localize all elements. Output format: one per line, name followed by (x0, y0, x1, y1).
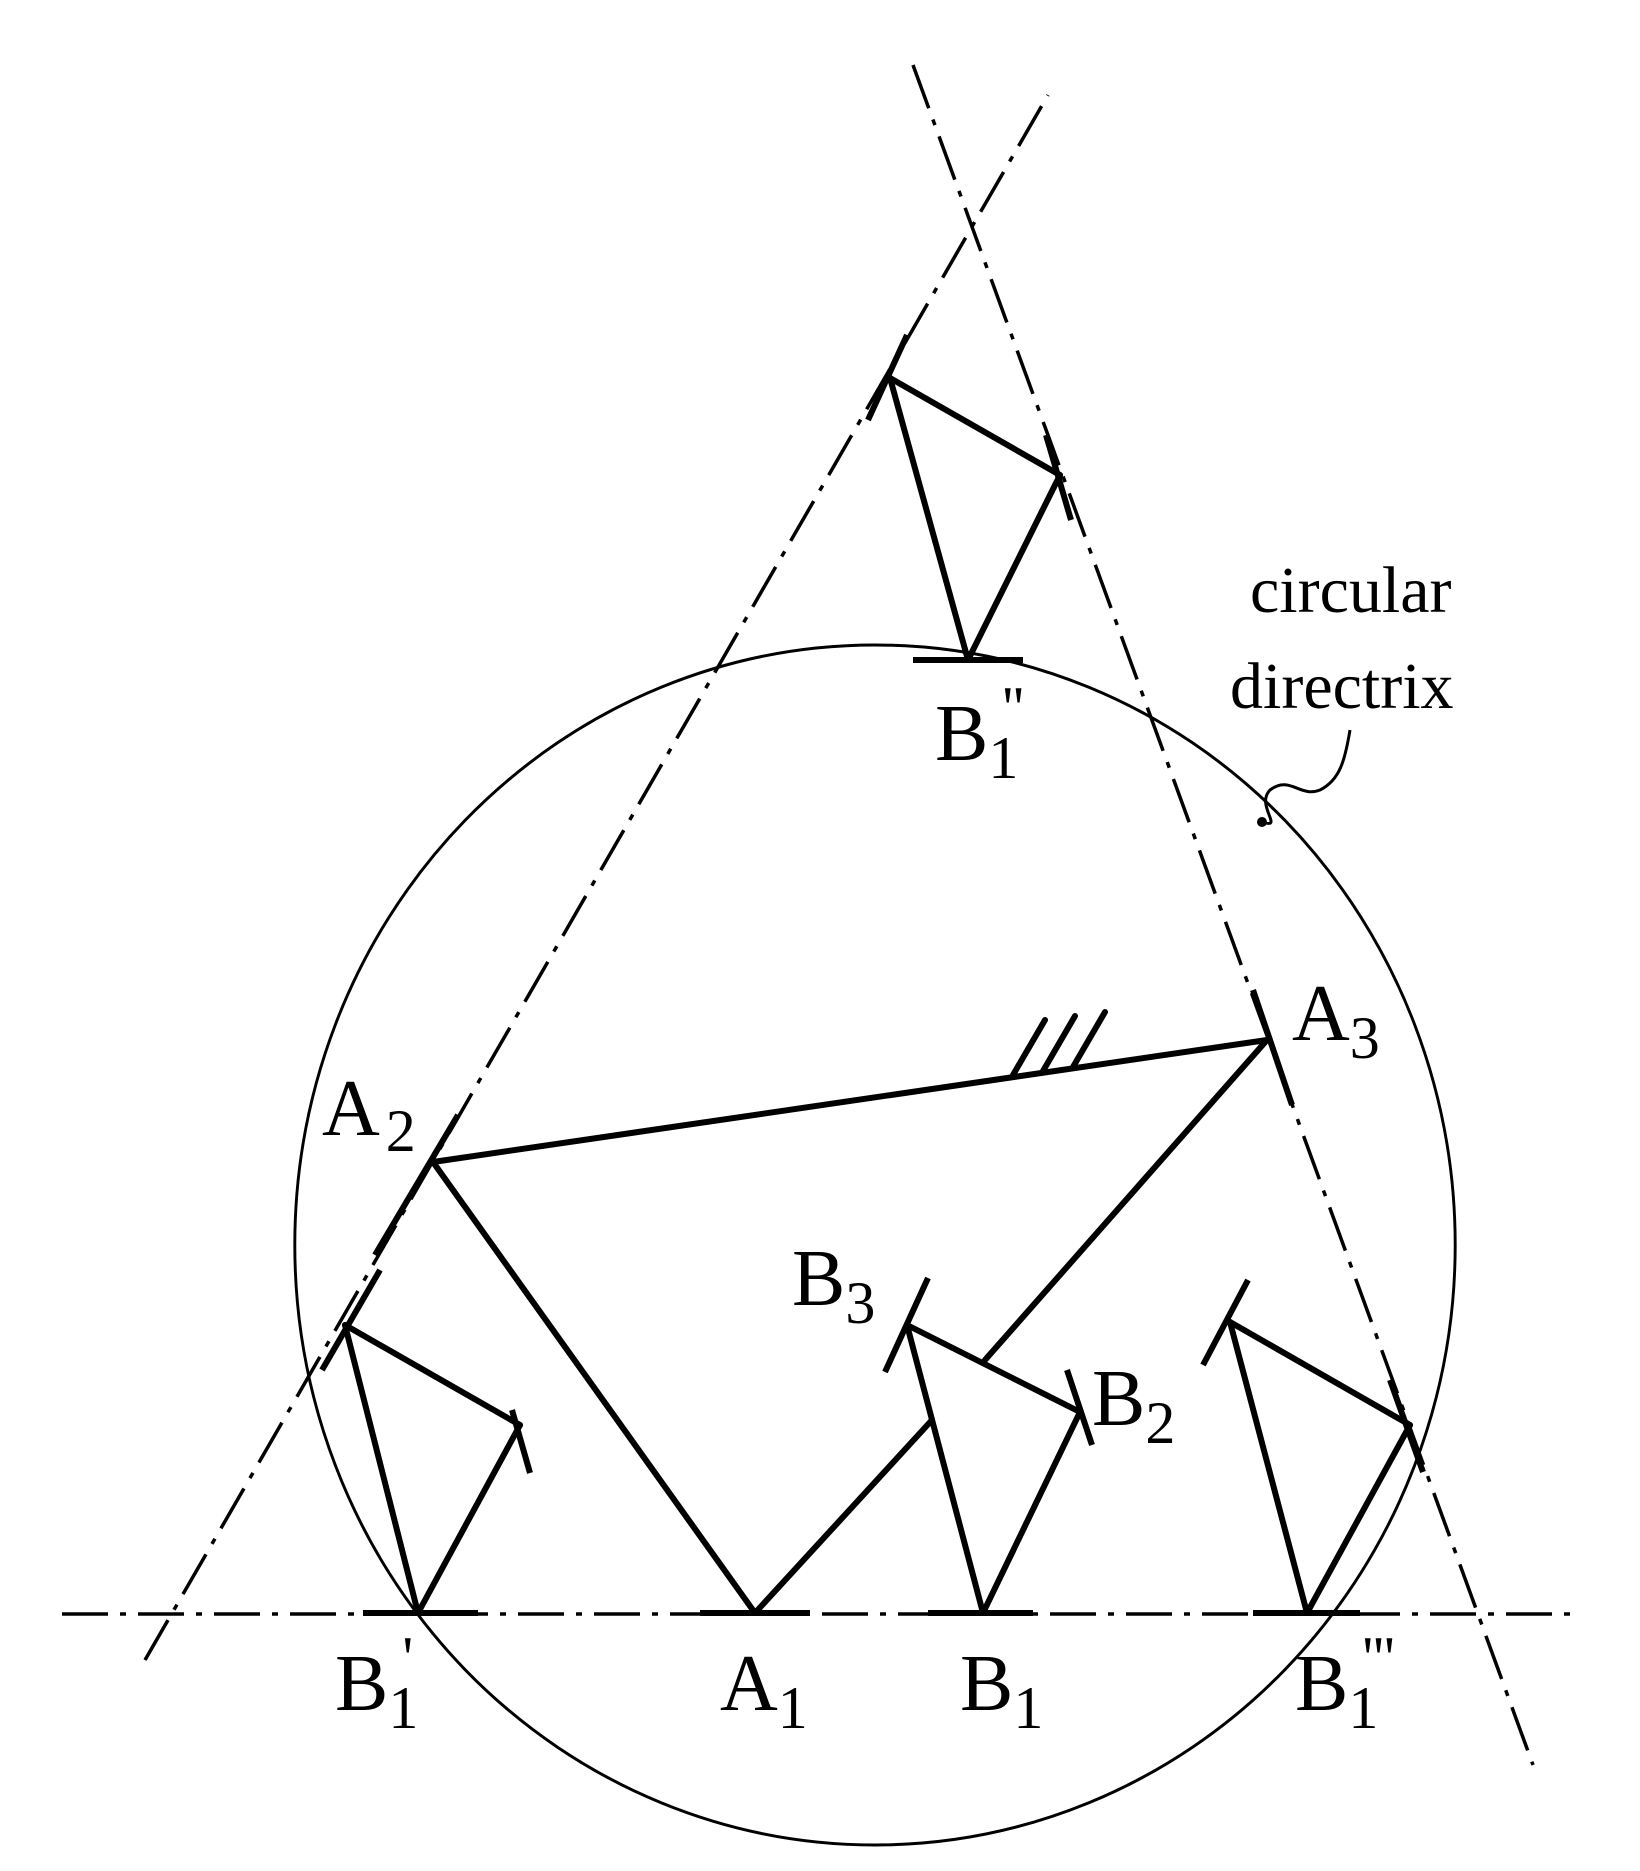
link-B1-B3 (904, 1322, 986, 1616)
label-B2: B2 (1092, 1355, 1175, 1456)
link-B1ppp-side (1227, 1319, 1413, 1428)
link-A2-A1 (430, 1159, 758, 1616)
label-B1-prime: B1' (335, 1625, 418, 1741)
link-A2-A3 (430, 1037, 1270, 1165)
link-B3-B2 (904, 1322, 1083, 1415)
link-B1ppp-up (1227, 1319, 1310, 1616)
label-B1-triple-prime: B1''' (1295, 1625, 1395, 1741)
link-B1p-tip (415, 1422, 523, 1616)
slider-bar-B2 (1064, 1369, 1095, 1446)
link-A3-B3B2 (982, 1037, 1270, 1363)
link-B2-B1 (980, 1409, 1083, 1616)
slider-bar-A2 (372, 1113, 461, 1257)
label-A3: A3 (1292, 970, 1380, 1071)
left-slant-guide-line (143, 94, 1050, 1661)
right-slant-guide-line (911, 64, 1535, 1766)
link-A1-mid (752, 1417, 935, 1616)
label-B3: B3 (792, 1235, 875, 1336)
circular-directrix (293, 643, 1457, 1847)
label-B1: B1 (960, 1640, 1043, 1741)
slider-bar-right-upper (1200, 1278, 1251, 1367)
annotation-leader (1261, 729, 1352, 825)
annotation-line-2: directrix (1230, 650, 1454, 723)
link-B1ppp-tip (1304, 1422, 1413, 1616)
link-B1pp-tip (965, 472, 1063, 663)
link-B1p-up (342, 1322, 421, 1616)
link-B1pp-up (887, 375, 971, 663)
ground-hatch (1010, 1009, 1108, 1078)
label-A1: A1 (720, 1640, 808, 1741)
annotation-line-1: circular (1250, 554, 1452, 627)
link-B1pp-side (887, 375, 1063, 478)
slider-bar-A3 (1250, 989, 1295, 1106)
annotation-dot (1257, 817, 1267, 827)
label-B1-double-prime: B1'' (935, 675, 1024, 791)
link-B1p-side (342, 1322, 523, 1428)
slider-bar-left-lower (319, 1268, 383, 1372)
